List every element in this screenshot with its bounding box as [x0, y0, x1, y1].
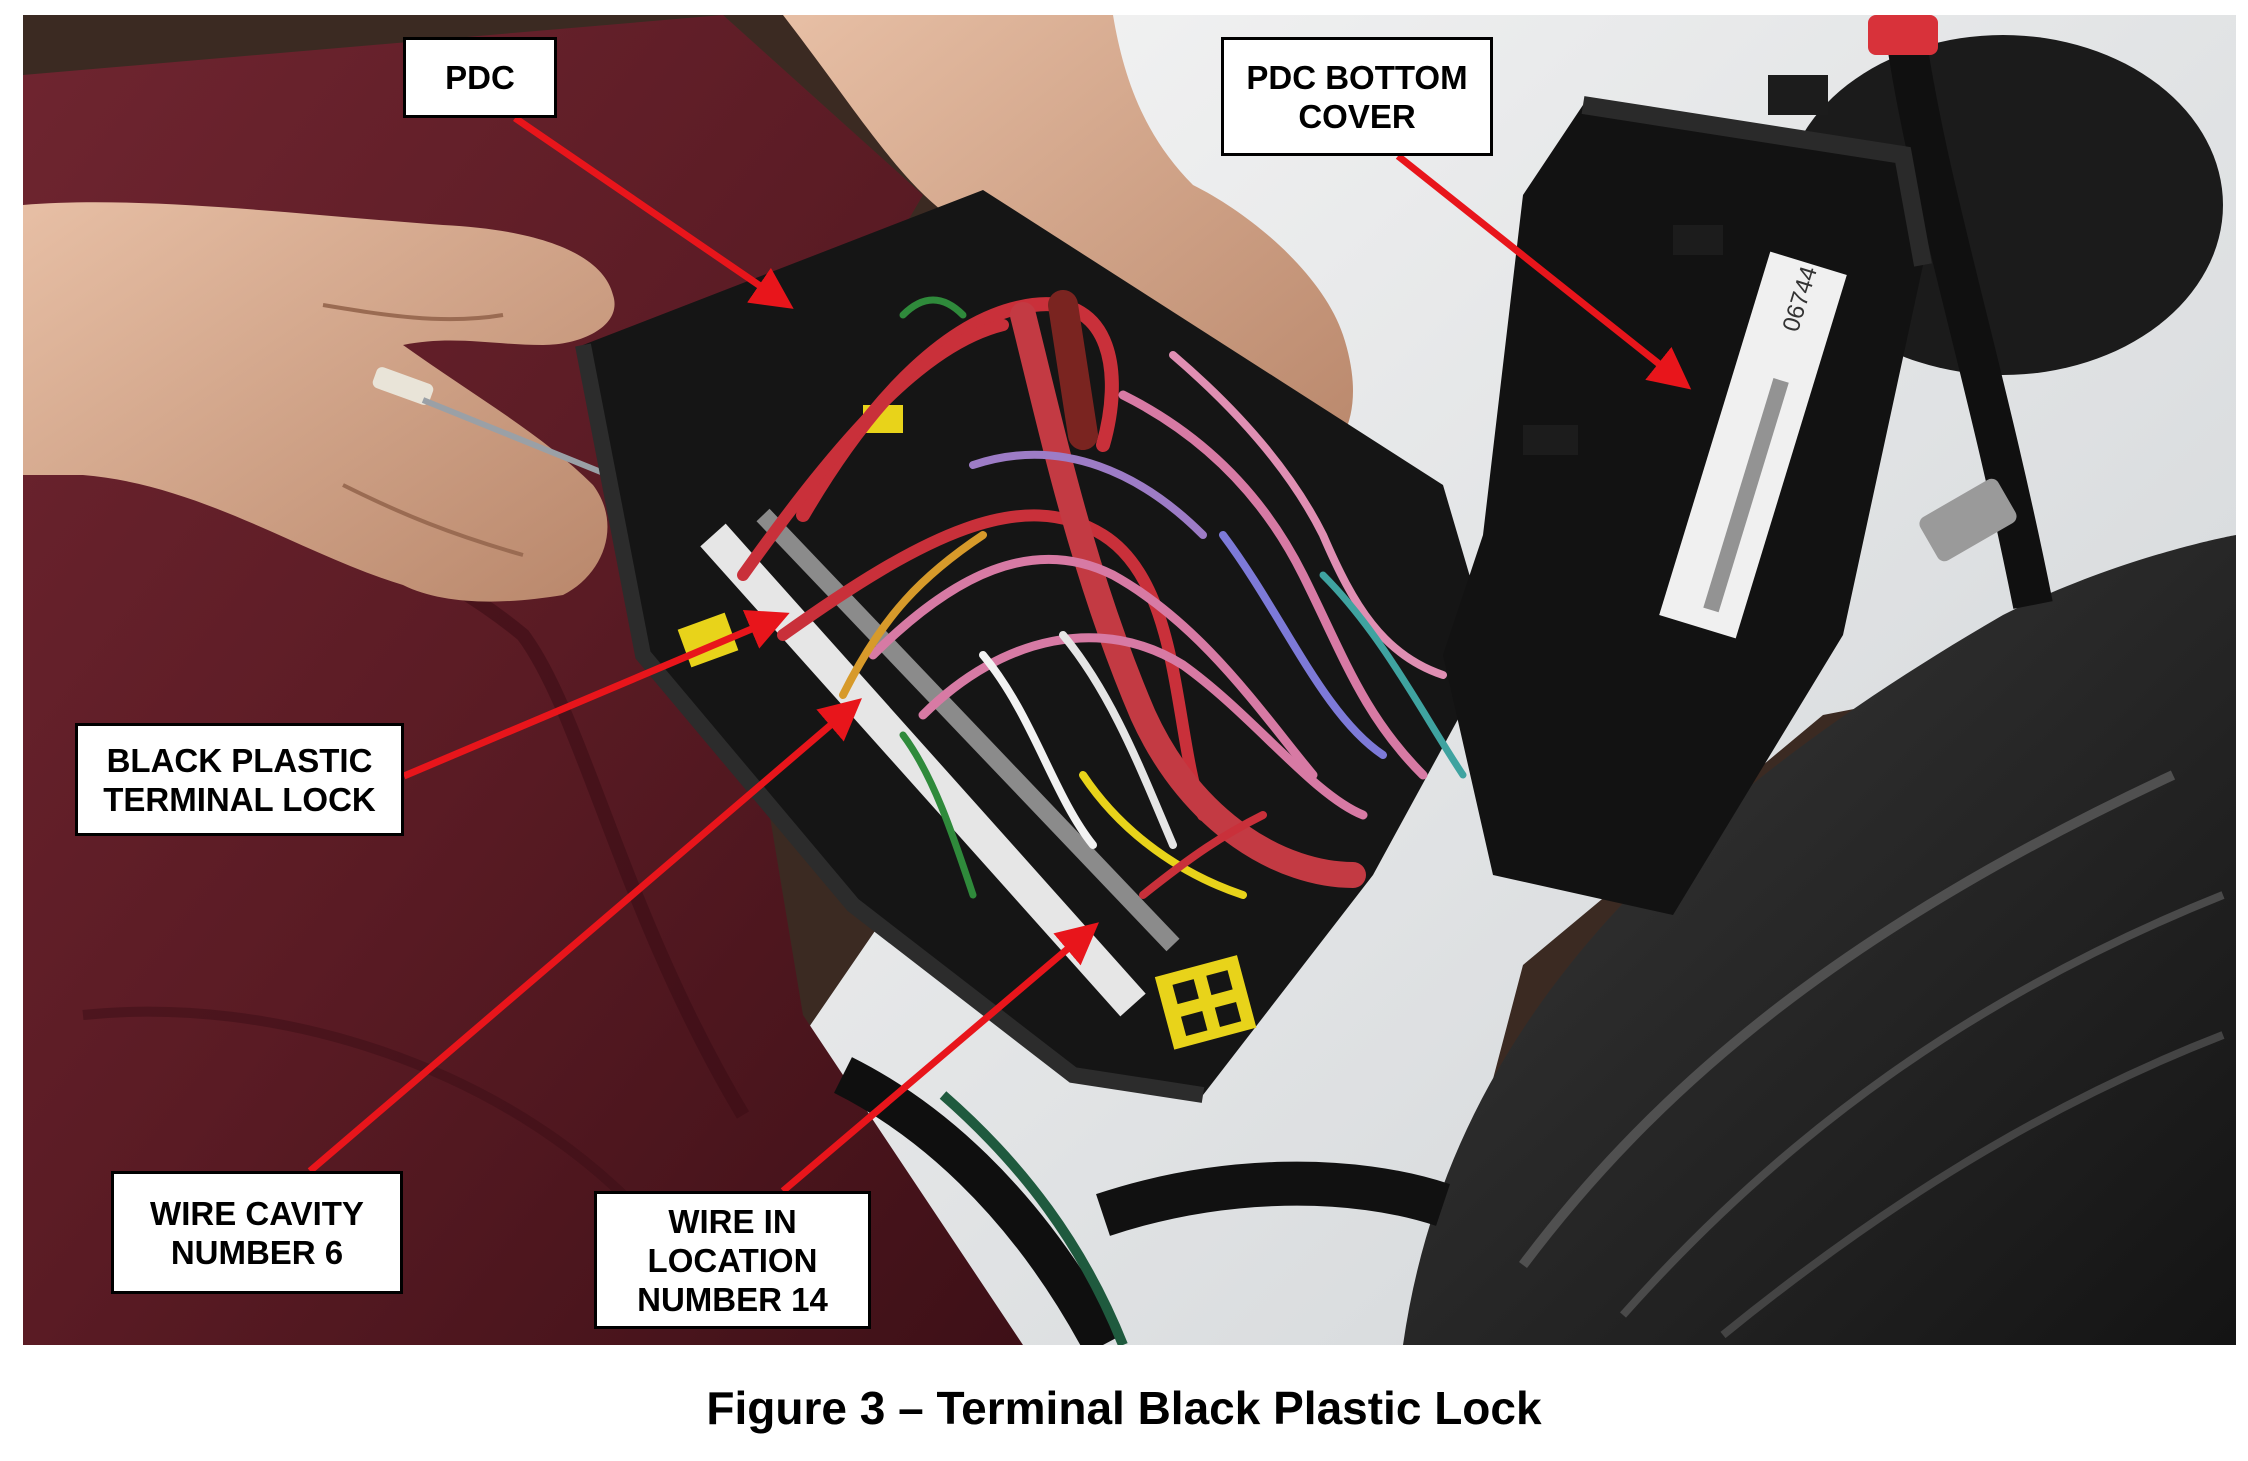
pick-tool-handle	[372, 367, 434, 405]
metal-bracket	[1919, 478, 2017, 562]
bag-ridge	[1519, 770, 2176, 1269]
callout-pdc-line-1: PDC	[445, 59, 515, 96]
callout-pdc-bottom-cover: PDC BOTTOM COVER	[1221, 37, 1493, 156]
black-hose	[1096, 1161, 1450, 1236]
callout-location-14-line-3: NUMBER 14	[637, 1280, 828, 1318]
callout-location-14-line-2: LOCATION	[647, 1241, 818, 1279]
callout-cavity-6-line-1: WIRE CAVITY	[150, 1194, 364, 1232]
photograph: 06744	[23, 15, 2236, 1345]
finger-crease	[342, 483, 524, 557]
gray-terminal-strip	[756, 508, 1180, 952]
figure-caption: Figure 3 – Terminal Black Plastic Lock	[706, 1382, 1542, 1434]
callout-pdc: PDC	[403, 37, 557, 118]
yellow-connector	[1154, 955, 1257, 1050]
yellow-connector-cell	[1206, 970, 1233, 996]
bag-ridge	[1620, 891, 2225, 1318]
pick-tool-tip	[421, 397, 635, 488]
yellow-connector-cell	[1180, 1011, 1208, 1037]
harness-cable	[1883, 15, 2053, 609]
pdc-photo: 06744	[23, 15, 2236, 1345]
cover-hinge-tab	[1673, 225, 1723, 255]
red-clip	[1868, 15, 1938, 55]
cover-hinge-tab	[1768, 75, 1828, 115]
callout-terminal-lock-line-2: TERMINAL LOCK	[103, 780, 376, 818]
yellow-connector-cell	[1214, 1001, 1242, 1027]
callout-wire-cavity-number-6: WIRE CAVITY NUMBER 6	[111, 1171, 403, 1294]
wire-bundle	[737, 290, 1467, 899]
finger-crease	[322, 303, 504, 322]
black-cover-bag	[1403, 535, 2236, 1345]
callout-cavity-6-line-2: NUMBER 6	[170, 1233, 344, 1271]
callout-wire-in-location-number-14: WIRE IN LOCATION NUMBER 14	[594, 1191, 871, 1329]
bag-ridge	[1720, 1031, 2225, 1339]
yellow-connector-cell	[1172, 979, 1199, 1005]
callout-bottom-cover-line-1: PDC BOTTOM	[1246, 58, 1468, 96]
left-hand	[23, 202, 615, 602]
cover-hinge-tab	[1523, 425, 1578, 455]
callout-terminal-lock-line-1: BLACK PLASTIC	[106, 741, 373, 779]
callout-bottom-cover-line-2: COVER	[1298, 97, 1416, 135]
callout-location-14-line-1: WIRE IN	[668, 1202, 797, 1240]
cover-rim	[1581, 96, 1932, 267]
cover-label: 06744	[1659, 251, 1847, 639]
callout-black-plastic-terminal-lock: BLACK PLASTIC TERMINAL LOCK	[75, 723, 404, 836]
